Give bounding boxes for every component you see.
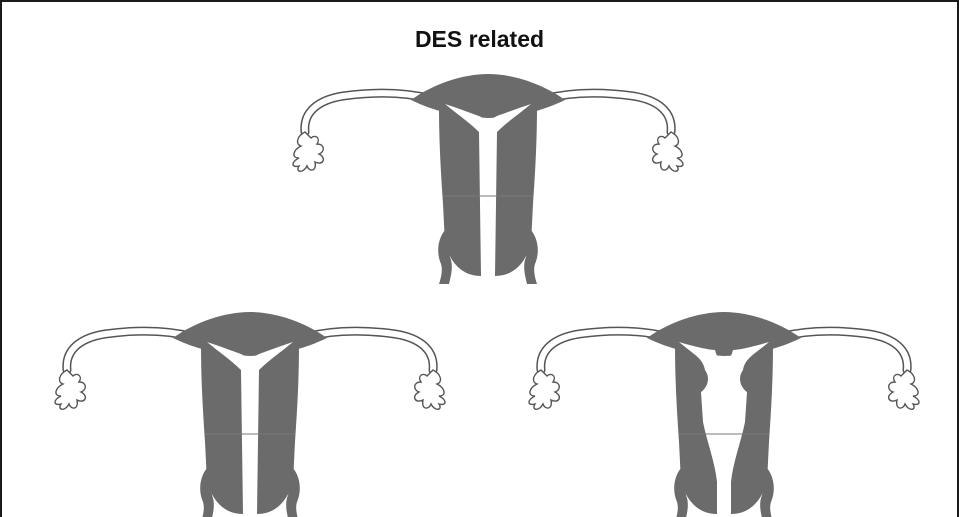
uterus-drawing xyxy=(293,74,683,284)
figure-title: DES related xyxy=(2,26,957,53)
uterine-fundus xyxy=(411,74,565,118)
fimbriae-left xyxy=(55,370,85,409)
uterus-diagram-bottom-left xyxy=(45,292,455,517)
uterus-drawing xyxy=(529,312,919,517)
uterine-fundus xyxy=(647,312,801,356)
uterine-fundus xyxy=(173,312,327,356)
fimbriae-left xyxy=(529,370,559,409)
fimbriae-right xyxy=(889,370,919,409)
uterus-diagram-bottom-right xyxy=(519,292,929,517)
fimbriae-left xyxy=(293,132,323,171)
uterus-diagram-top xyxy=(283,54,693,284)
uterus-drawing xyxy=(55,312,445,517)
fimbriae-right xyxy=(653,132,683,171)
fimbriae-right xyxy=(415,370,445,409)
